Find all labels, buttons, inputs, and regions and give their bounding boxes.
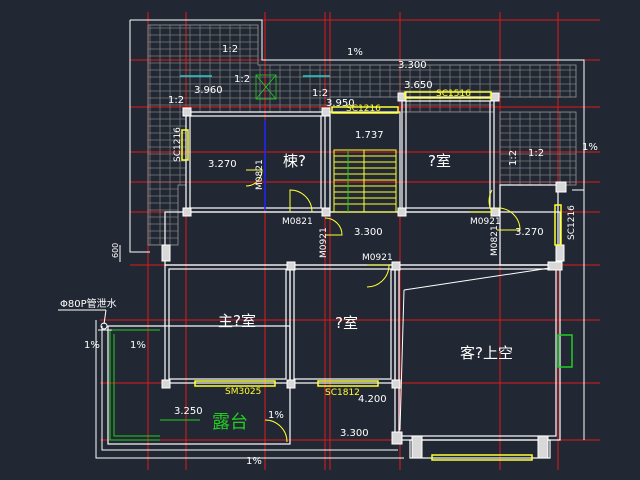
pct-bottom: 1% xyxy=(246,456,262,467)
eave-outline xyxy=(95,19,585,459)
percents: 1% 1% 1% 1% 1% 1% xyxy=(84,47,598,467)
drain-note: Φ80P管泄水 xyxy=(60,297,117,310)
slope-3: 1:2 xyxy=(168,95,184,106)
room-main-bedroom: 主?室 xyxy=(218,312,256,330)
door-m0921-ne: M0921 xyxy=(470,217,501,227)
slope-5: 1:2 xyxy=(528,148,544,159)
elev-1737: 1.737 xyxy=(355,130,384,141)
room-bedroom-ne: ?室 xyxy=(428,152,451,170)
slope-6: 1:2 xyxy=(508,150,519,166)
elev-3270-study: 3.270 xyxy=(208,159,237,170)
elev-3300-hall: 3.300 xyxy=(354,227,383,238)
slopes: 1:2 1:2 1:2 1:2 1:2 1:2 xyxy=(168,44,544,166)
window-sc1216-right: SC1216 xyxy=(567,205,577,240)
elev-3300-top: 3.300 xyxy=(398,60,427,71)
room-study: 梀? xyxy=(283,152,306,170)
door-sm3025: SM3025 xyxy=(225,387,261,397)
slope-4: 1:2 xyxy=(312,88,328,99)
pct-top: 1% xyxy=(347,47,363,58)
elev-4200: 4.200 xyxy=(358,394,387,405)
elev-3270-east: 3.270 xyxy=(515,227,544,238)
door-m0921-hall-vertical: M0921 xyxy=(319,227,329,258)
notes: Φ80P管泄水 600 xyxy=(58,243,121,325)
window-sc1216-stair: SC1216 xyxy=(346,104,381,114)
dim-600: 600 xyxy=(111,243,120,258)
elev-3960: 3.960 xyxy=(194,85,223,96)
opening-tags: SC1516 SC1216 SC1216 SC1216 SM3025 SC181… xyxy=(173,89,577,398)
slope-2: 1:2 xyxy=(234,74,250,85)
slope-1: 1:2 xyxy=(222,44,238,55)
room-labels: 主?室 ?室 ?室 梀? 客?上空 露台 xyxy=(212,152,513,433)
elev-3650: 3.650 xyxy=(404,80,433,91)
pct-right: 1% xyxy=(582,142,598,153)
elev-3300-bottom: 3.300 xyxy=(340,428,369,439)
elevations: 3.960 3.950 3.300 3.650 1.737 3.270 3.30… xyxy=(174,60,544,439)
room-living-void: 客?上空 xyxy=(460,344,513,362)
pct-left-2: 1% xyxy=(130,340,146,351)
door-m0921-hall: M0921 xyxy=(362,253,393,263)
void-lines xyxy=(399,267,551,431)
door-m0821-study: M0821 xyxy=(282,217,313,227)
walls xyxy=(107,96,561,459)
pct-terrace: 1% xyxy=(268,410,284,421)
stair xyxy=(333,149,397,213)
pct-left-1: 1% xyxy=(84,340,100,351)
window-sc1516: SC1516 xyxy=(436,89,471,99)
elev-3950: 3.950 xyxy=(326,98,355,109)
door-m0821-study-vertical: M0821 xyxy=(255,159,265,190)
door-m0821-east: M0821 xyxy=(490,225,500,256)
room-bedroom-mid: ?室 xyxy=(335,314,358,332)
elev-3250: 3.250 xyxy=(174,406,203,417)
terrace-parapet xyxy=(98,322,200,441)
roof-hatch xyxy=(147,24,577,246)
doors xyxy=(245,169,521,443)
window-sc1216-left: SC1216 xyxy=(173,127,183,162)
room-terrace: 露台 xyxy=(212,412,248,433)
windows xyxy=(181,91,573,461)
window-sc1812: SC1812 xyxy=(325,388,360,398)
